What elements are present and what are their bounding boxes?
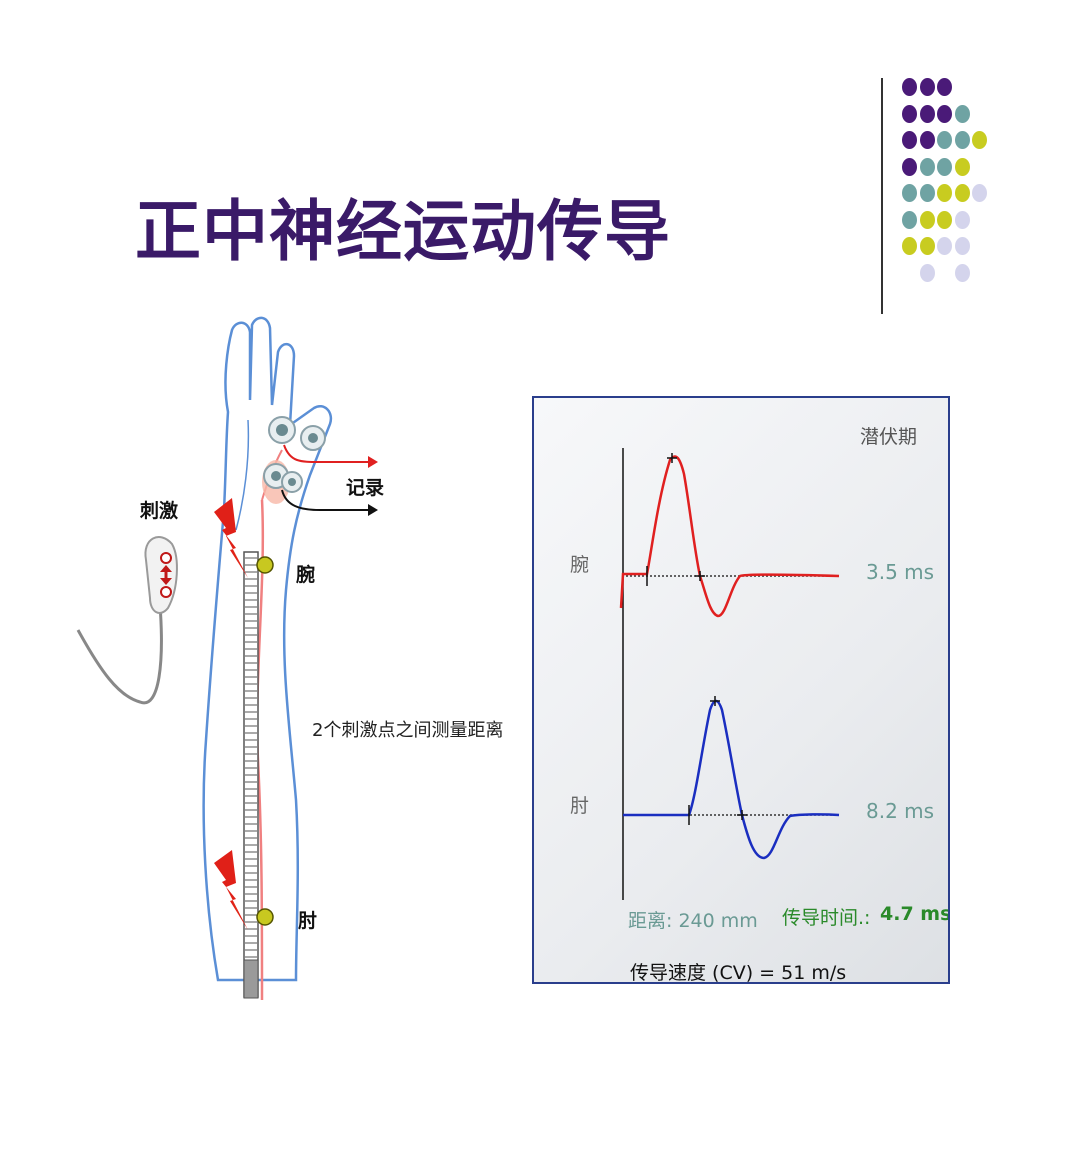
decorative-dot xyxy=(937,78,952,96)
panel-elbow-label: 肘 xyxy=(570,795,590,817)
ruler-base xyxy=(243,959,259,999)
decorative-dot xyxy=(919,263,935,282)
measure-distance-note: 2个刺激点之间测量距离 xyxy=(312,720,504,741)
decorative-dot xyxy=(937,157,952,176)
latency-header: 潜伏期 xyxy=(860,426,918,448)
decorative-divider xyxy=(881,78,883,314)
lightning-bolt-elbow-glow xyxy=(228,890,242,922)
wrist-label: 腕 xyxy=(296,564,316,586)
decorative-dot xyxy=(937,210,952,229)
decorative-dot xyxy=(919,78,935,96)
elbow-waveform xyxy=(623,699,840,860)
decorative-dot xyxy=(902,210,917,229)
decorative-dot xyxy=(972,184,987,202)
decorative-dot xyxy=(902,131,917,149)
wrist-stim-point xyxy=(256,556,274,574)
wrist-latency-value: 3.5 ms xyxy=(866,560,935,584)
decorative-dot xyxy=(954,237,970,255)
decorative-dot xyxy=(972,131,987,149)
conduction-velocity: 传导速度 (CV) = 51 m/s xyxy=(630,962,847,984)
decorative-dot xyxy=(954,157,970,176)
decorative-dot xyxy=(902,184,917,202)
decorative-dot xyxy=(954,263,970,282)
arm-illustration xyxy=(76,316,378,1001)
decorative-dot xyxy=(937,104,952,123)
waveform-plot xyxy=(619,448,840,900)
decorative-dot xyxy=(954,104,970,123)
lightning-bolt-wrist xyxy=(214,498,248,578)
elbow-label: 肘 xyxy=(298,910,318,932)
decorative-dot xyxy=(919,237,935,255)
recording-electrodes xyxy=(263,416,326,493)
decorative-dot xyxy=(919,131,935,149)
elbow-latency-value: 8.2 ms xyxy=(866,799,935,823)
record-wire-black xyxy=(281,489,368,511)
decorative-dot xyxy=(902,104,917,123)
slide-title: 正中神经运动传导 xyxy=(135,193,671,270)
wrist-waveform xyxy=(619,455,840,618)
decorative-dot xyxy=(954,210,970,229)
decorative-dot xyxy=(954,184,970,202)
decorative-dot xyxy=(954,131,970,149)
stimulus-label: 刺激 xyxy=(140,500,179,522)
arm-outline xyxy=(202,316,333,982)
stimulator-cable xyxy=(76,604,163,705)
record-arrow-black xyxy=(368,504,378,516)
lightning-bolt-wrist-glow xyxy=(228,538,242,570)
record-wire-red xyxy=(283,444,368,463)
decorative-dot xyxy=(919,104,935,123)
decorative-dot xyxy=(902,78,917,96)
panel-wrist-label: 腕 xyxy=(570,554,590,576)
conduction-time-label: 传导时间.: xyxy=(782,907,871,929)
arm-inner-line xyxy=(235,419,250,531)
record-label: 记录 xyxy=(346,477,385,499)
ruler-ticks xyxy=(245,557,257,958)
decorative-dot xyxy=(937,237,952,255)
stimulator-device xyxy=(144,536,178,614)
decorative-dot xyxy=(937,184,952,202)
lightning-bolt-elbow xyxy=(214,850,248,930)
latency-panel: 潜伏期 腕 3.5 ms 肘 8.2 ms 距离: 240 mm 传导时间.: … xyxy=(532,396,950,984)
decorative-dot xyxy=(902,157,917,176)
decorative-dot-grid xyxy=(895,72,995,287)
decorative-dot xyxy=(937,131,952,149)
decorative-dot xyxy=(902,237,917,255)
decorative-dot xyxy=(919,157,935,176)
record-arrow-red xyxy=(368,456,378,468)
conduction-time-value: 4.7 ms xyxy=(880,903,950,925)
distance-value: 距离: 240 mm xyxy=(628,910,758,932)
decorative-dot xyxy=(919,210,935,229)
elbow-stim-point xyxy=(256,908,274,926)
decorative-dot xyxy=(919,184,935,202)
